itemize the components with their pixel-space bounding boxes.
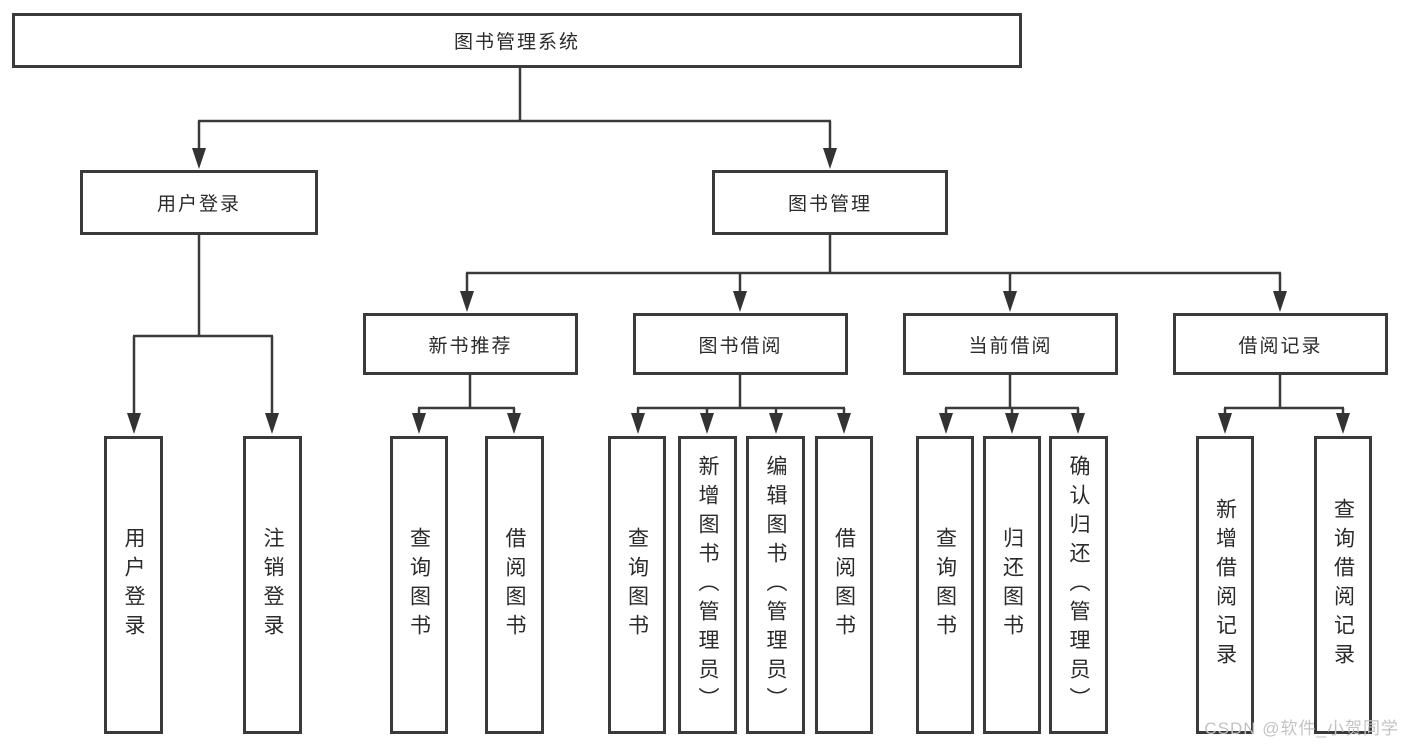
node-book-borrow: 图书借阅: [633, 313, 848, 375]
leaf-label: 新增图书（管理员）: [696, 454, 719, 716]
node-user-login: 用户登录: [80, 170, 318, 235]
leaf-add-book-admin: 新增图书（管理员）: [678, 436, 737, 734]
node-new-book-recommend-label: 新书推荐: [428, 335, 513, 357]
node-current-borrow-label: 当前借阅: [968, 335, 1053, 357]
leaf-label: 查询借阅记录: [1331, 498, 1355, 672]
leaf-label: 编辑图书（管理员）: [764, 454, 787, 716]
leaf-label: 确认归还（管理员）: [1067, 454, 1090, 716]
csdn-watermark: CSDN @软件_小贺同学: [1204, 719, 1399, 738]
node-borrow-records: 借阅记录: [1173, 313, 1388, 375]
node-user-login-label: 用户登录: [156, 194, 241, 215]
connector-current-to-leaves: [939, 375, 1085, 434]
node-book-management: 图书管理: [712, 170, 948, 235]
leaf-return-book: 归还图书: [983, 436, 1041, 734]
leaf-label: 注销登录: [261, 527, 284, 643]
connector-newrec-to-leaves: [412, 375, 521, 434]
node-book-management-label: 图书管理: [787, 194, 872, 215]
leaf-add-borrow-record: 新增借阅记录: [1196, 436, 1254, 734]
leaf-borrow-book-newrec: 借阅图书: [485, 436, 544, 734]
node-root-system: 图书管理系统: [12, 13, 1022, 68]
leaf-label: 查询图书: [625, 527, 649, 643]
node-new-book-recommend: 新书推荐: [363, 313, 578, 375]
leaf-confirm-return-admin: 确认归还（管理员）: [1049, 436, 1108, 734]
leaf-logout: 注销登录: [243, 436, 302, 734]
leaf-label: 借阅图书: [832, 527, 856, 643]
leaf-label: 新增借阅记录: [1213, 498, 1237, 672]
node-root-label: 图书管理系统: [453, 32, 580, 53]
connector-borrow-to-leaves: [631, 375, 851, 434]
leaf-query-book-borrow: 查询图书: [608, 436, 666, 734]
connector-records-to-leaves: [1218, 375, 1350, 434]
leaf-label: 查询图书: [407, 527, 431, 643]
node-current-borrow: 当前借阅: [903, 313, 1118, 375]
leaf-user-login: 用户登录: [104, 436, 163, 734]
connector-login-to-leaves: [127, 235, 279, 434]
connector-root-to-level2: [192, 68, 837, 169]
leaf-borrow-book: 借阅图书: [815, 436, 873, 734]
leaf-edit-book-admin: 编辑图书（管理员）: [746, 436, 805, 734]
leaf-label: 查询图书: [933, 527, 957, 643]
node-book-borrow-label: 图书借阅: [698, 335, 783, 357]
connector-mgmt-to-level3: [460, 235, 1287, 312]
leaf-query-borrow-record: 查询借阅记录: [1314, 436, 1372, 734]
leaf-label: 归还图书: [1000, 527, 1024, 643]
leaf-label: 用户登录: [122, 527, 145, 643]
node-borrow-records-label: 借阅记录: [1238, 335, 1323, 357]
leaf-label: 借阅图书: [503, 527, 526, 643]
leaf-query-book-newrec: 查询图书: [390, 436, 448, 734]
leaf-query-book-current: 查询图书: [916, 436, 974, 734]
